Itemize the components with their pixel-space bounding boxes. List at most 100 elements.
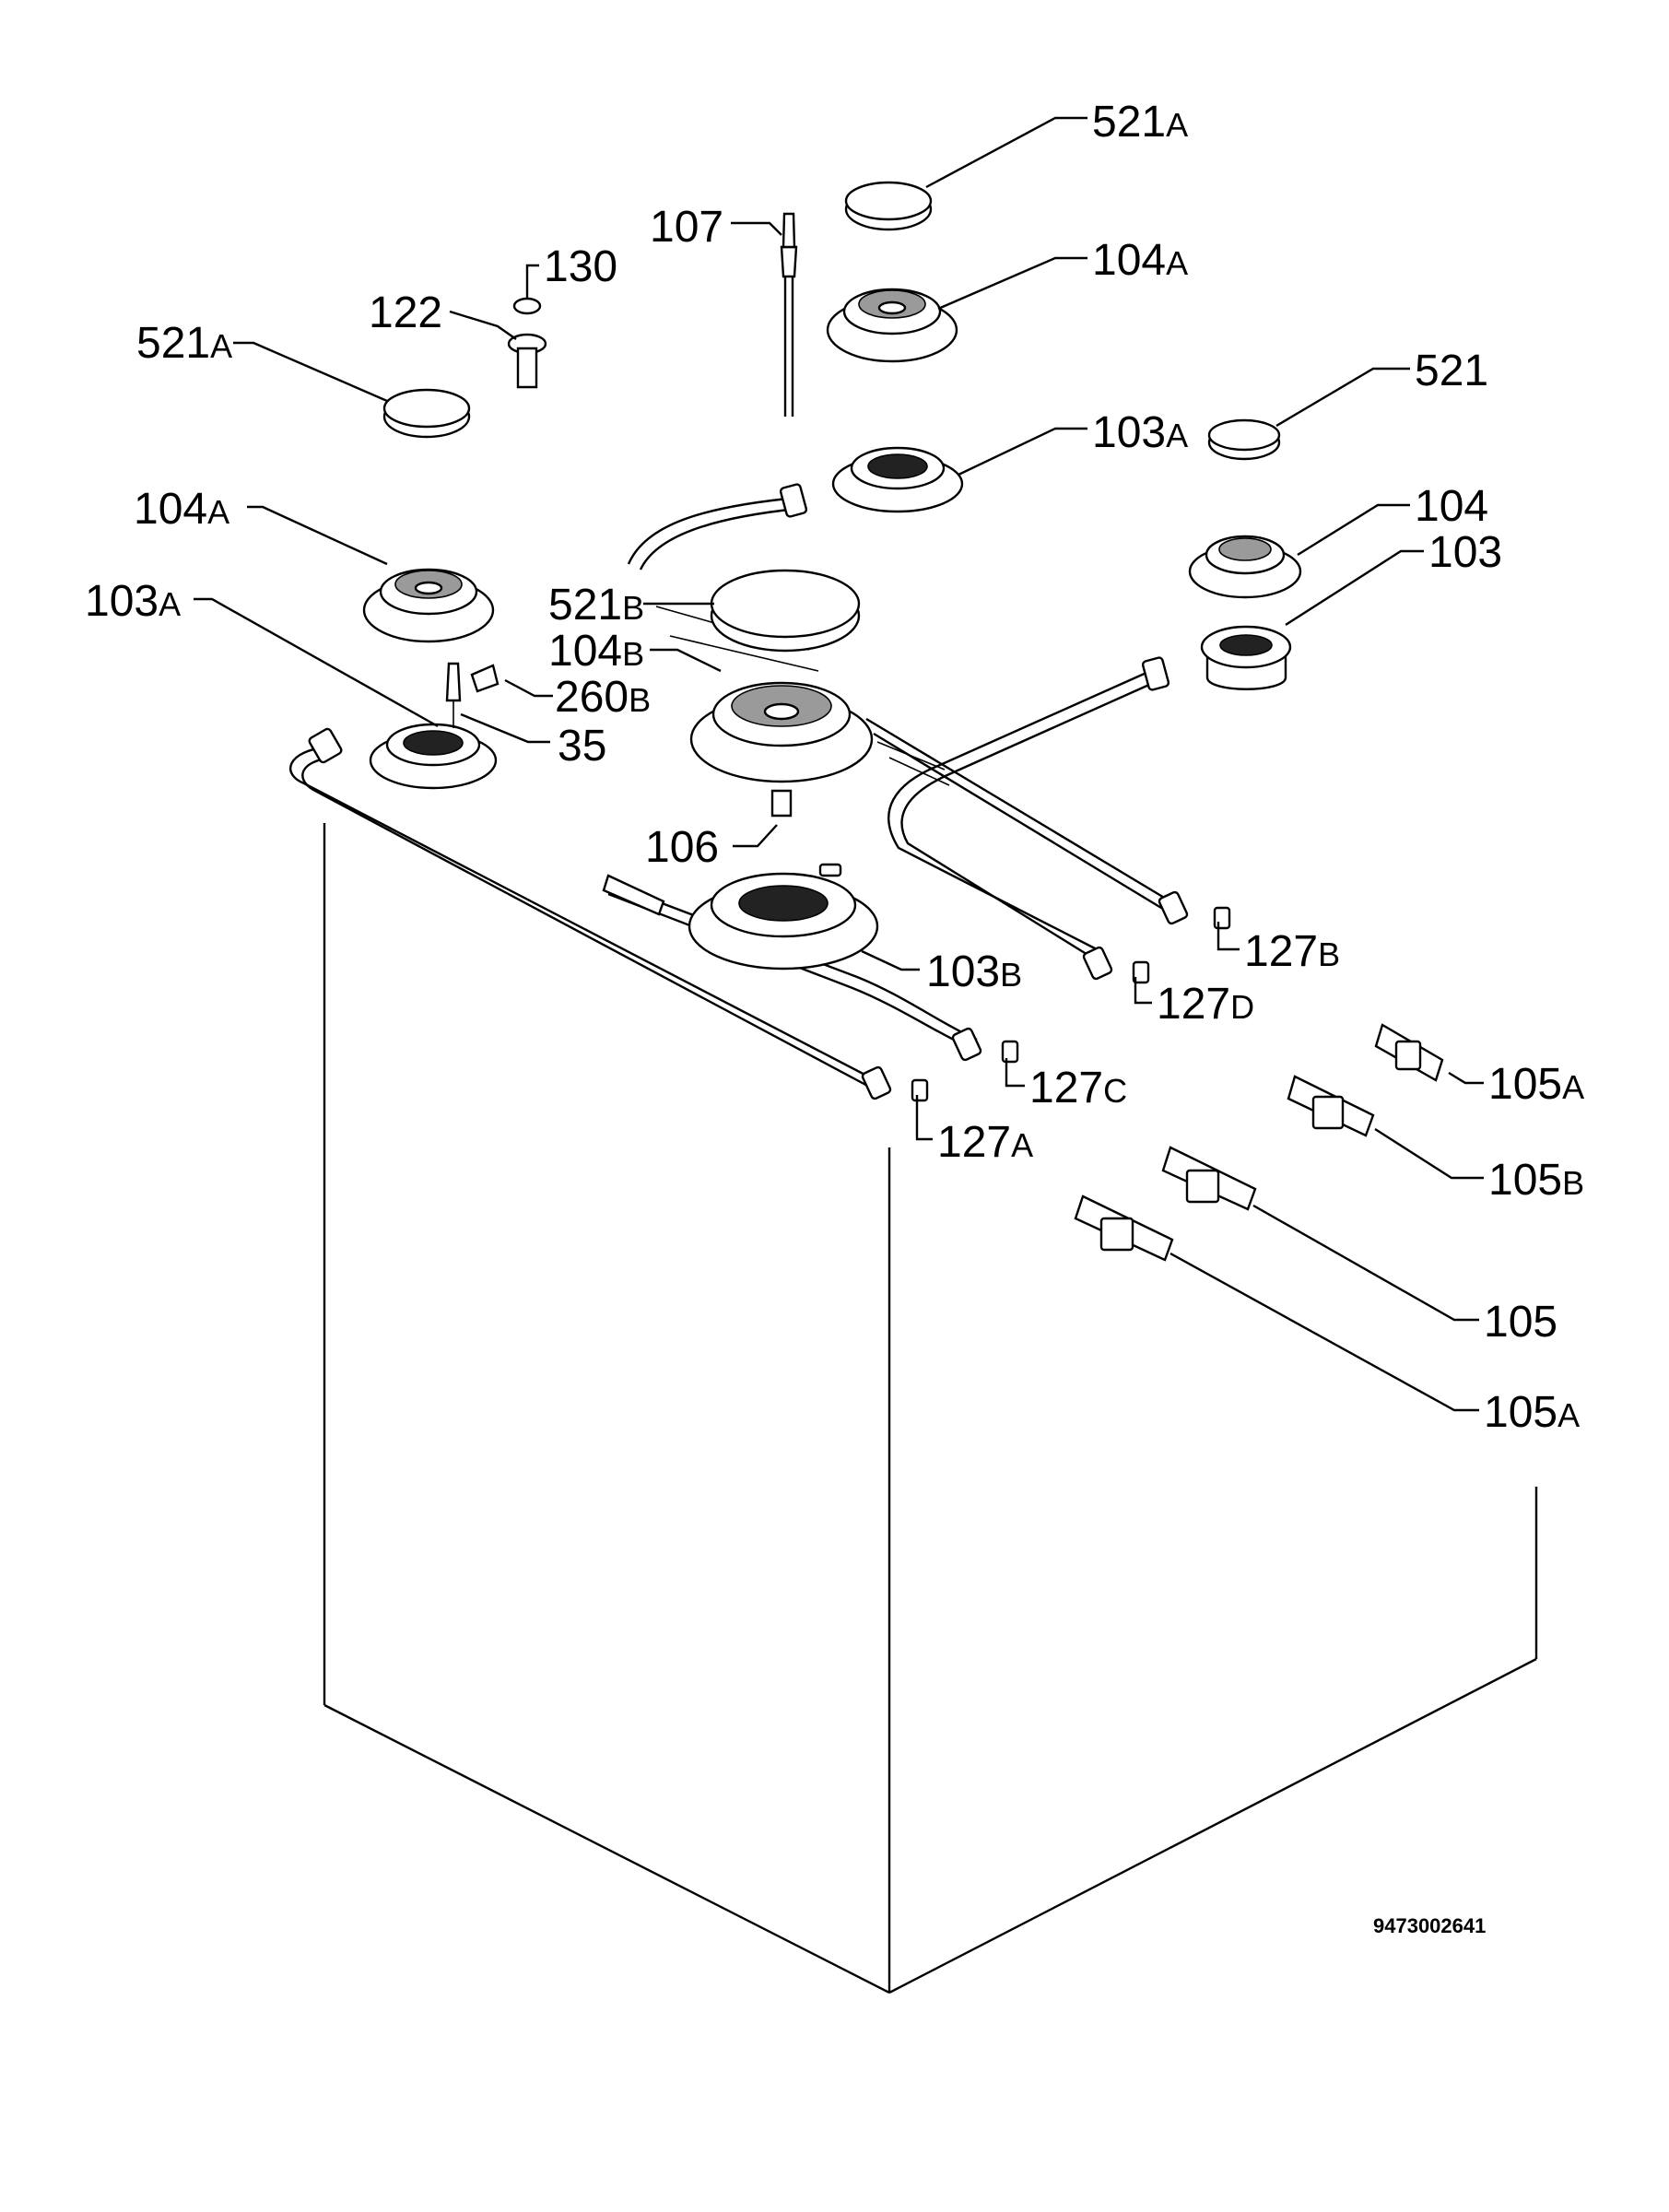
pipe-fittings xyxy=(308,483,1231,1102)
callout-suffix: A xyxy=(1011,1126,1033,1164)
thermocouple-tip-107 xyxy=(780,212,798,278)
callout-105a-bottom: 105A xyxy=(1484,1388,1580,1437)
callout-number: 105 xyxy=(1484,1388,1557,1437)
burner-cap-521a-top xyxy=(844,181,933,231)
burner-cap-521b xyxy=(710,569,861,653)
callout-number: 104 xyxy=(548,627,622,676)
gas-tap-105 xyxy=(1161,1146,1257,1211)
burner-body-103a-top xyxy=(831,446,964,513)
burner-crown-104a-left xyxy=(362,568,495,643)
callout-127a: 127A xyxy=(937,1118,1033,1167)
callout-127c: 127C xyxy=(1029,1064,1127,1112)
callout-104a-top: 104A xyxy=(1092,236,1188,285)
callout-number: 130 xyxy=(544,242,617,291)
callout-suffix: A xyxy=(1557,1396,1580,1434)
callout-suffix: B xyxy=(1000,956,1022,994)
callout-104: 104 xyxy=(1415,482,1488,531)
callout-number: 127 xyxy=(1157,980,1230,1029)
callout-suffix: A xyxy=(1166,417,1188,454)
cooker-cabinet xyxy=(323,823,1538,1994)
callout-103: 103 xyxy=(1428,528,1502,577)
callout-suffix: A xyxy=(210,327,232,365)
callout-521: 521 xyxy=(1415,347,1488,395)
callout-number: 107 xyxy=(650,203,723,252)
callout-number: 127 xyxy=(1244,927,1318,976)
callout-number: 260 xyxy=(555,673,629,722)
burner-bodies xyxy=(369,446,1292,971)
callout-521a-left: 521A xyxy=(136,319,232,368)
callout-127b: 127B xyxy=(1244,927,1340,976)
callout-suffix: D xyxy=(1230,988,1254,1026)
burner-crowns xyxy=(362,288,1302,783)
leader-lines xyxy=(194,116,1484,1412)
burner-crown-104a-top xyxy=(826,288,958,363)
callout-103b: 103B xyxy=(926,947,1022,996)
callout-104b: 104B xyxy=(548,627,644,676)
washer-130 xyxy=(512,297,542,315)
callout-35: 35 xyxy=(558,722,606,771)
callout-number: 106 xyxy=(645,823,719,872)
burner-body-103a-left xyxy=(369,723,498,790)
callout-number: 35 xyxy=(558,722,606,771)
callout-130: 130 xyxy=(544,242,617,291)
callout-number: 127 xyxy=(937,1118,1011,1167)
callout-number: 521 xyxy=(1092,98,1166,147)
callout-number: 103 xyxy=(1428,528,1502,577)
burner-crown-104 xyxy=(1188,535,1302,599)
callout-number: 521 xyxy=(548,581,622,629)
small-parts xyxy=(445,212,798,818)
callout-105b: 105B xyxy=(1488,1156,1584,1205)
callout-122: 122 xyxy=(369,288,442,337)
callout-suffix: A xyxy=(1166,106,1188,144)
burner-cap-521 xyxy=(1207,418,1281,461)
callout-number: 103 xyxy=(85,577,159,626)
callout-suffix: A xyxy=(159,585,181,623)
callout-105: 105 xyxy=(1484,1298,1557,1347)
callout-105a-top: 105A xyxy=(1488,1060,1584,1109)
callout-number: 104 xyxy=(134,485,207,534)
callout-number: 104 xyxy=(1092,236,1166,285)
callout-106: 106 xyxy=(645,823,719,872)
callout-suffix: A xyxy=(1166,244,1188,282)
callout-suffix: C xyxy=(1103,1072,1127,1110)
injector-122 xyxy=(507,333,547,389)
callout-number: 521 xyxy=(1415,347,1488,395)
callout-suffix: B xyxy=(629,681,651,719)
callout-number: 105 xyxy=(1484,1298,1557,1347)
burner-cap-521a-left xyxy=(382,388,471,439)
electrode-35 xyxy=(445,662,462,728)
callout-suffix: B xyxy=(1562,1164,1584,1202)
callout-521a-top: 521A xyxy=(1092,98,1188,147)
gas-tap-105a-bottom xyxy=(1074,1194,1174,1262)
callout-521b: 521B xyxy=(548,581,644,629)
callout-104a-left: 104A xyxy=(134,485,229,534)
burner-body-103b xyxy=(688,863,879,971)
callout-127d: 127D xyxy=(1157,980,1254,1029)
callout-260b: 260B xyxy=(555,673,651,722)
callout-number: 105 xyxy=(1488,1156,1562,1205)
callout-number: 103 xyxy=(1092,408,1166,457)
burner-caps xyxy=(382,181,1281,653)
gas-tap-105b xyxy=(1287,1075,1375,1137)
clip-260b xyxy=(470,664,500,693)
callout-103a-top: 103A xyxy=(1092,408,1188,457)
burner-crown-104b xyxy=(689,681,874,783)
callout-suffix: A xyxy=(207,493,229,531)
callout-suffix: B xyxy=(622,589,644,627)
callout-suffix: A xyxy=(1562,1068,1584,1106)
callout-suffix: B xyxy=(622,635,644,673)
callout-103a-left: 103A xyxy=(85,577,181,626)
burner-body-103 xyxy=(1200,625,1292,690)
callout-number: 521 xyxy=(136,319,210,368)
callout-suffix: B xyxy=(1318,935,1340,973)
injector-106 xyxy=(770,789,793,818)
callout-107: 107 xyxy=(650,203,723,252)
callout-number: 122 xyxy=(369,288,442,337)
gas-taps xyxy=(1074,1023,1444,1262)
callout-number: 104 xyxy=(1415,482,1488,531)
callout-number: 103 xyxy=(926,947,1000,996)
callout-number: 105 xyxy=(1488,1060,1562,1109)
callout-number: 127 xyxy=(1029,1064,1103,1112)
